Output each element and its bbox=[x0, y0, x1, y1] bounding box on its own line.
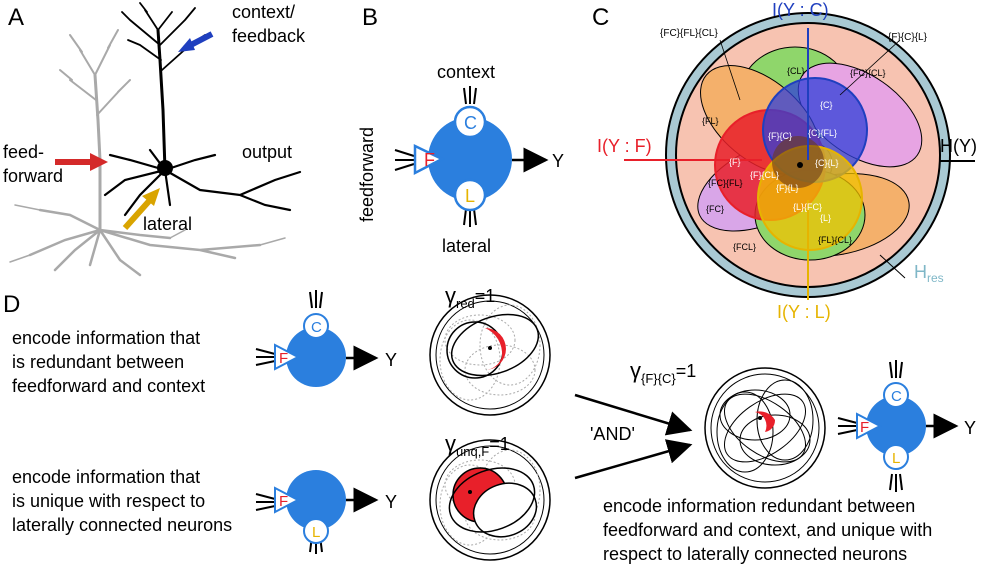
b-lateral-label: lateral bbox=[442, 236, 491, 256]
atom-l-fc: {L}{FC} bbox=[793, 202, 822, 212]
d-text2-line2: is unique with respect to bbox=[12, 491, 205, 511]
d-text2-line3: laterally connected neurons bbox=[12, 515, 232, 535]
d-neuron-2 bbox=[255, 470, 379, 554]
c-label-fc-fl-cl: {FC}{FL}{CL} bbox=[660, 28, 718, 39]
atom-c: {C} bbox=[820, 100, 833, 110]
d-text3-line3: respect to laterally connected neurons bbox=[603, 544, 907, 564]
d-text2-line1: encode information that bbox=[12, 467, 200, 487]
d1-soma-f: F bbox=[279, 350, 288, 367]
d-neuron-1 bbox=[255, 290, 379, 387]
d-text1-line3: feedforward and context bbox=[12, 376, 205, 396]
b-soma-l: L bbox=[465, 186, 475, 206]
b-soma-f: F bbox=[424, 150, 435, 170]
output-label: output bbox=[242, 142, 292, 162]
d1-soma-c: C bbox=[311, 319, 322, 336]
context-feedback-label-2: feedback bbox=[232, 26, 306, 46]
lateral-arrow bbox=[122, 198, 153, 230]
d3-output-y: Y bbox=[964, 418, 976, 438]
lateral-label: lateral bbox=[143, 214, 192, 234]
b-output-y: Y bbox=[552, 151, 564, 171]
d-gamma-and-diagram bbox=[704, 367, 826, 489]
atom-f-l: {F}{L} bbox=[776, 183, 799, 193]
black-neuron bbox=[103, 2, 302, 217]
panel-d-letter: D bbox=[3, 291, 20, 318]
atom-c-fl: {C}{FL} bbox=[808, 128, 837, 138]
d-text3-line1: encode information redundant between bbox=[603, 496, 915, 516]
b-neuron bbox=[394, 86, 549, 227]
d-gamma-red-diagram bbox=[429, 294, 551, 416]
d2-soma-f: F bbox=[279, 493, 288, 510]
atom-cl: {CL} bbox=[787, 66, 805, 76]
black-soma bbox=[157, 160, 173, 176]
pid-diagram bbox=[624, 12, 975, 300]
atom-fc-fl: {FC}{FL} bbox=[708, 178, 743, 188]
b-soma-c: C bbox=[464, 113, 477, 133]
d-gamma-red: γred=1 bbox=[445, 283, 495, 311]
c-i-y-f-label: I(Y : F) bbox=[597, 136, 652, 156]
atom-l: {L} bbox=[820, 213, 831, 223]
atom-fc: {FC} bbox=[706, 204, 724, 214]
atom-f: {F} bbox=[729, 157, 741, 167]
gray-neuron bbox=[9, 29, 286, 277]
atom-f-cl: {F}{CL} bbox=[750, 170, 779, 180]
atom-f-c: {F}{C} bbox=[768, 131, 792, 141]
panel-b-letter: B bbox=[362, 4, 378, 31]
feedforward-arrow-head bbox=[90, 153, 108, 171]
d-neuron-3 bbox=[837, 360, 959, 492]
b-context-label: context bbox=[437, 62, 495, 82]
context-arrow-head bbox=[178, 38, 195, 52]
d1-output-y: Y bbox=[385, 350, 397, 370]
c-label-f-c-l: {F}{C}{L} bbox=[888, 32, 928, 43]
and-arrow-top bbox=[574, 393, 693, 436]
d-text1-line1: encode information that bbox=[12, 328, 200, 348]
d-and-label: 'AND' bbox=[590, 424, 635, 444]
d3-soma-f: F bbox=[860, 419, 869, 436]
atom-fc-cl: {FC}{CL} bbox=[850, 68, 886, 78]
atom-fl-cl: {FL}{CL} bbox=[818, 235, 852, 245]
b-feedforward-label: feedforward bbox=[357, 127, 377, 222]
d-text1-line2: is redundant between bbox=[12, 352, 184, 372]
d-gamma-and: γ{F}{C}=1 bbox=[630, 358, 696, 386]
c-i-y-c-label: I(Y : C) bbox=[772, 0, 829, 20]
atom-fcl: {FCL} bbox=[733, 242, 756, 252]
feedforward-label-2: forward bbox=[3, 166, 63, 186]
panel-a-letter: A bbox=[8, 4, 24, 31]
atom-fl: {FL} bbox=[702, 116, 719, 126]
d-text3-line2: feedforward and context, and unique with bbox=[603, 520, 932, 540]
atom-c-l: {C}{L} bbox=[815, 158, 839, 168]
d3-soma-c: C bbox=[891, 388, 902, 405]
c-h-y-label: H(Y) bbox=[940, 136, 977, 156]
d2-output-y: Y bbox=[385, 492, 397, 512]
c-i-y-l-label: I(Y : L) bbox=[777, 302, 831, 322]
d-gamma-unq: γunq,F=1 bbox=[445, 431, 510, 459]
d-gamma-unq-diagram bbox=[429, 439, 551, 561]
context-feedback-label-1: context/ bbox=[232, 2, 295, 22]
panel-c-letter: C bbox=[592, 4, 609, 31]
d3-soma-l: L bbox=[892, 450, 900, 467]
lateral-arrow-head bbox=[142, 188, 160, 206]
c-h-res-label: Hres bbox=[914, 262, 944, 285]
and-arrow-bottom bbox=[574, 439, 693, 480]
d2-soma-l: L bbox=[312, 524, 320, 541]
feedforward-label-1: feed- bbox=[3, 142, 44, 162]
